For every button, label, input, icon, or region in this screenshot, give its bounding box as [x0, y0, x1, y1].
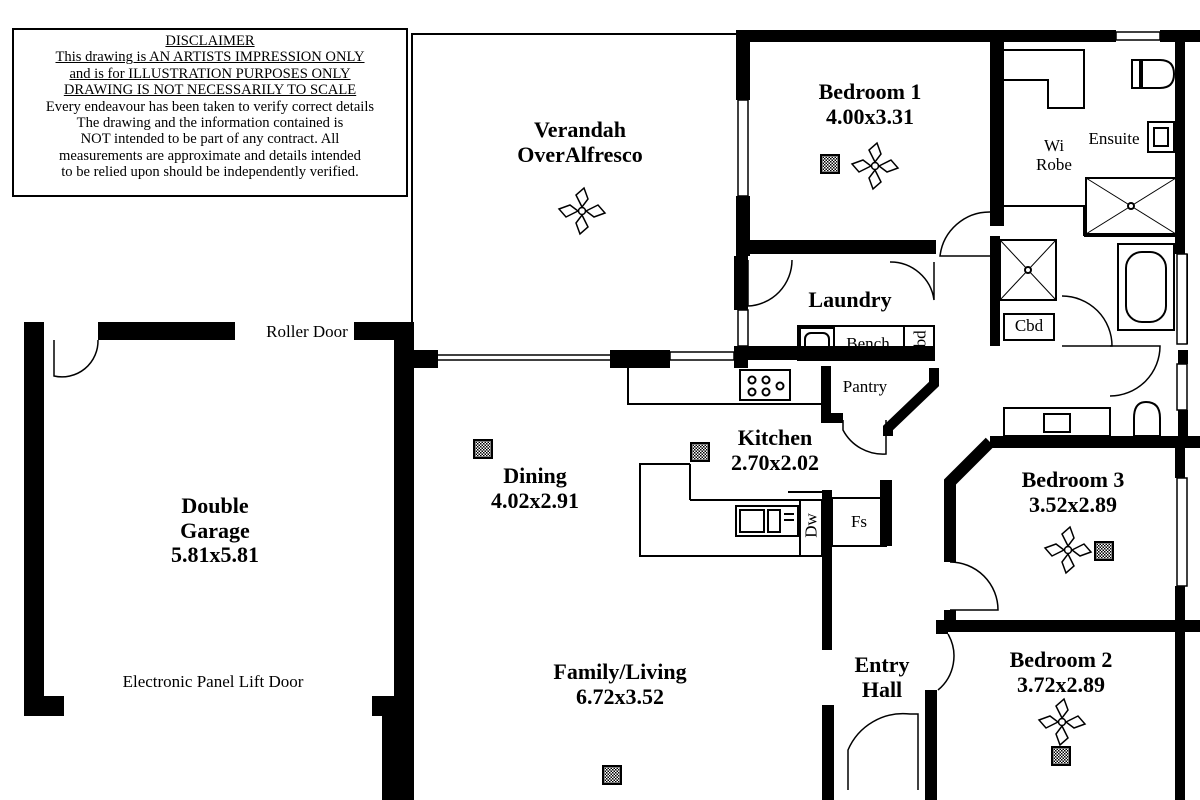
room-name: Verandah	[533, 117, 627, 142]
ensuite-label: Ensuite	[1088, 129, 1140, 148]
dishwasher-label: Dw	[801, 513, 821, 538]
room-name: Double	[181, 493, 249, 518]
room-name: Entry	[854, 652, 910, 677]
disclaimer-heading: DISCLAIMER	[165, 33, 255, 49]
walls	[24, 30, 1200, 800]
disclaimer-line: Every endeavour has been taken to verify…	[45, 98, 375, 115]
verandah-label: Verandah OverAlfresco	[500, 117, 660, 167]
ceiling-light-icon	[820, 154, 840, 174]
laundry-label: Laundry	[808, 287, 892, 312]
room-name: Bedroom 2	[1009, 647, 1113, 672]
room-name: Garage	[180, 517, 250, 543]
dining-label: Dining 4.02x2.91	[460, 463, 610, 513]
cbd-hall-label: Cbd	[1014, 316, 1044, 335]
bench-label: Bench	[846, 334, 890, 353]
room-name: Hall	[861, 676, 903, 702]
bedroom3-label: Bedroom 3 3.52x2.89	[1000, 467, 1146, 517]
ensuite-fittings	[1004, 49, 1178, 237]
verandah-outline	[411, 33, 736, 350]
disclaimer-line: NOT intended to be part of any contract.…	[80, 131, 340, 148]
pantry-label: Pantry	[842, 377, 888, 396]
wi-robe-label: Wi Robe	[1020, 136, 1088, 174]
doors	[53, 211, 1161, 790]
room-name: Kitchen	[737, 425, 813, 450]
entry-hall-label: Entry Hall	[832, 652, 932, 702]
disclaimer-line: The drawing and the information containe…	[76, 115, 344, 132]
kitchen-label: Kitchen 2.70x2.02	[700, 425, 850, 475]
ceiling-fan-icon	[1044, 526, 1092, 574]
room-name: Dining	[503, 463, 567, 488]
family-living-label: Family/Living 6.72x3.52	[520, 659, 720, 709]
disclaimer-line: to be relied upon should be independentl…	[61, 164, 359, 181]
bedroom3-walls	[944, 437, 995, 626]
room-size: 3.72x2.89	[1017, 671, 1105, 697]
lift-door-label: Electronic Panel Lift Door	[122, 672, 304, 691]
room-name: OverAlfresco	[517, 141, 643, 167]
bedroom2-label: Bedroom 2 3.72x2.89	[988, 647, 1134, 697]
room-size: 5.81x5.81	[171, 542, 259, 568]
windows	[236, 31, 1188, 587]
room-size: 3.52x2.89	[1029, 491, 1117, 517]
garage-label: Double Garage 5.81x5.81	[130, 493, 300, 568]
room-name: Bedroom 3	[1021, 467, 1125, 492]
room-size: 4.02x2.91	[491, 487, 579, 513]
roller-door-label: Roller Door	[266, 322, 348, 341]
pantry-walls	[821, 366, 939, 436]
ceiling-fan-icon	[851, 142, 899, 190]
ceiling-fan-icon	[558, 187, 606, 235]
kitchen-fittings	[627, 368, 887, 557]
ceiling-fan-icon	[1038, 698, 1086, 746]
disclaimer-line: This drawing is AN ARTISTS IMPRESSION ON…	[55, 49, 365, 66]
ceiling-light-icon	[473, 439, 493, 459]
disclaimer-box: DISCLAIMER This drawing is AN ARTISTS IM…	[12, 28, 408, 197]
bedroom1-label: Bedroom 1 4.00x3.31	[790, 79, 950, 129]
room-name: Bedroom 1	[818, 79, 922, 104]
room-size: 2.70x2.02	[731, 449, 819, 475]
ceiling-light-icon	[1094, 541, 1114, 561]
room-size: 4.00x3.31	[826, 103, 914, 129]
ceiling-light-icon	[1051, 746, 1071, 766]
cbd-laundry-label: Cbd	[910, 330, 930, 359]
bathroom-fittings	[999, 239, 1175, 437]
room-name: Robe	[1036, 155, 1072, 175]
room-name: Family/Living	[553, 659, 687, 684]
fridge-space-label: Fs	[850, 512, 868, 531]
laundry-fittings	[797, 325, 935, 361]
disclaimer-line: measurements are approximate and details…	[59, 147, 361, 164]
ceiling-light-icon	[602, 765, 622, 785]
room-name: Wi	[1043, 136, 1065, 155]
disclaimer-line: and is for ILLUSTRATION PURPOSES ONLY	[69, 65, 351, 82]
disclaimer-line: DRAWING IS NOT NECESSARILY TO SCALE	[63, 82, 357, 99]
room-size: 6.72x3.52	[576, 683, 664, 709]
